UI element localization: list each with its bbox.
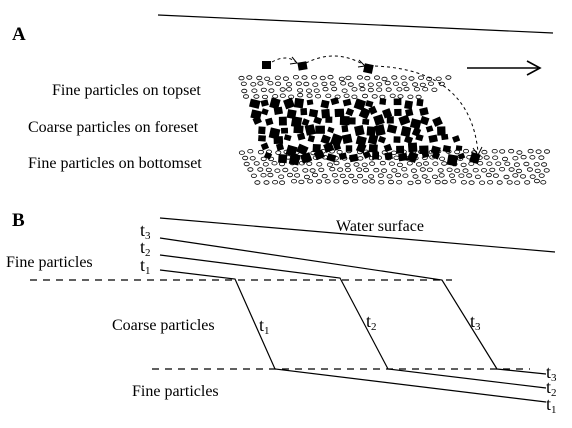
time-label-t1-left: t1 (140, 255, 151, 277)
coarse-particles-cloud (248, 97, 481, 167)
time-label-t1-right: t1 (546, 394, 557, 416)
time-label-t2-left: t2 (140, 237, 151, 259)
time-label-t3-foreset: t3 (470, 311, 481, 333)
panel-b-label: B (12, 210, 25, 231)
fine-particles-lower-label: Fine particles (132, 383, 219, 400)
water-surface-label: Water surface (336, 218, 424, 235)
coarse-particles-label: Coarse particles (112, 317, 215, 334)
foreset-label: Coarse particles on foreset (28, 119, 199, 136)
topset-label: Fine particles on topset (52, 82, 201, 99)
particle-trajectory (262, 55, 483, 156)
fine-particles-upper-label: Fine particles (6, 254, 93, 271)
timeline-t1 (159, 269, 547, 403)
water-surface-line-a (157, 14, 554, 34)
flow-arrow-icon (467, 60, 542, 76)
panel-a: A Fine particles on topset Coarse partic… (12, 14, 554, 186)
time-label-t2-foreset: t2 (366, 311, 377, 333)
timeline-t3 (159, 237, 547, 375)
time-label-t3-left: t3 (140, 220, 151, 242)
panel-b: B Water surface Fine particles Coarse pa… (6, 210, 557, 416)
time-label-t2-right: t2 (546, 377, 557, 399)
time-label-t3-right: t3 (546, 362, 557, 384)
bottomset-label: Fine particles on bottomset (28, 155, 202, 172)
water-surface-line-b (159, 217, 556, 253)
timeline-t2 (159, 254, 547, 389)
panel-a-label: A (12, 24, 26, 45)
time-label-t1-foreset: t1 (259, 315, 270, 337)
